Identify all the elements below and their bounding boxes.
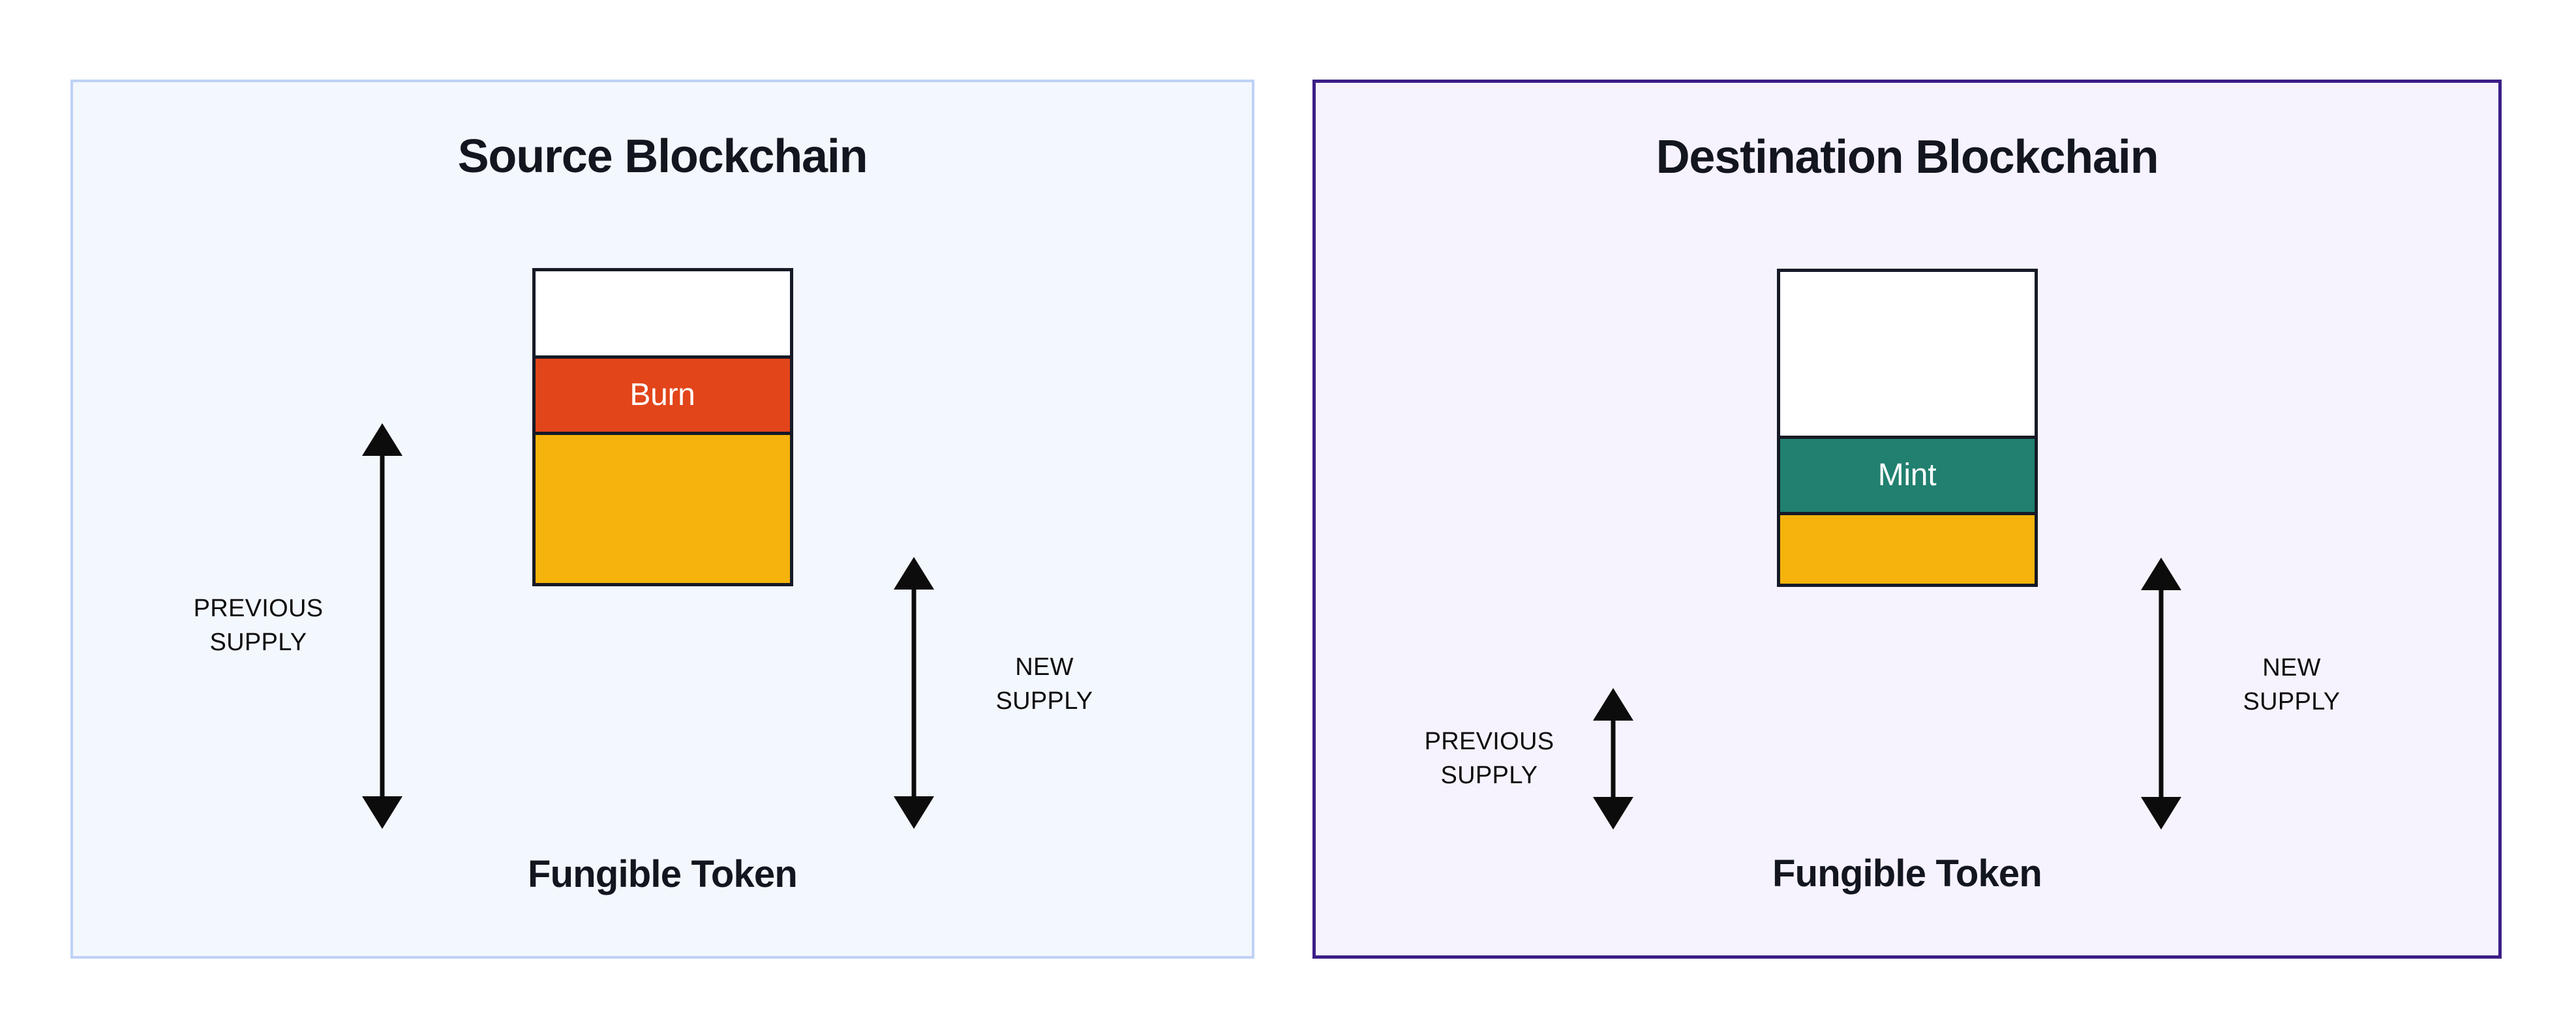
bar-segment-label-mint: Mint <box>1877 457 1937 492</box>
bar-segment-existing-supply-source <box>535 434 790 583</box>
measure-label-line2: SUPPLY <box>209 628 307 656</box>
measure-label-line2: SUPPLY <box>995 687 1093 715</box>
measure-label-previous-supply-destination: PREVIOUS SUPPLY <box>1398 725 1581 792</box>
panel-caption-source: Fungible Token <box>527 853 798 895</box>
bar-segment-headroom-source <box>535 271 790 356</box>
measure-label-line1: PREVIOUS <box>1424 728 1554 755</box>
measure-arrow-new-supply-source <box>875 557 953 829</box>
panel-source-blockchain: Source Blockchain Burn PREVIOUS SUPPLY <box>70 80 1254 959</box>
panel-destination-blockchain: Destination Blockchain Mint PREVIOUS SUP… <box>1312 80 2502 959</box>
measure-label-previous-supply-source: PREVIOUS SUPPLY <box>167 592 350 659</box>
token-supply-bar-source: Burn <box>532 268 793 586</box>
bar-segment-headroom-destination <box>1780 272 2035 436</box>
measure-label-line1: NEW <box>2262 654 2321 681</box>
bar-segment-mint: Mint <box>1780 435 2035 515</box>
panel-caption-destination: Fungible Token <box>1772 852 2042 895</box>
panel-title-source: Source Blockchain <box>457 130 868 183</box>
bar-segment-existing-supply-destination <box>1780 515 2035 584</box>
measure-label-new-supply-source: NEW SUPPLY <box>953 651 1136 718</box>
measure-label-line1: NEW <box>1015 653 1074 681</box>
measure-label-new-supply-destination: NEW SUPPLY <box>2200 651 2383 719</box>
token-supply-bar-destination: Mint <box>1776 269 2038 587</box>
measure-label-line2: SUPPLY <box>2243 687 2341 715</box>
bar-segment-burn: Burn <box>535 355 790 435</box>
measure-label-line1: PREVIOUS <box>193 595 324 622</box>
measure-label-line2: SUPPLY <box>1440 761 1538 789</box>
measure-arrow-previous-supply-destination <box>1574 688 1652 830</box>
bar-segment-label-burn: Burn <box>629 378 695 413</box>
panel-title-destination: Destination Blockchain <box>1656 131 2159 183</box>
measure-arrow-previous-supply-source <box>343 423 421 829</box>
measure-arrow-new-supply-destination <box>2122 558 2200 830</box>
